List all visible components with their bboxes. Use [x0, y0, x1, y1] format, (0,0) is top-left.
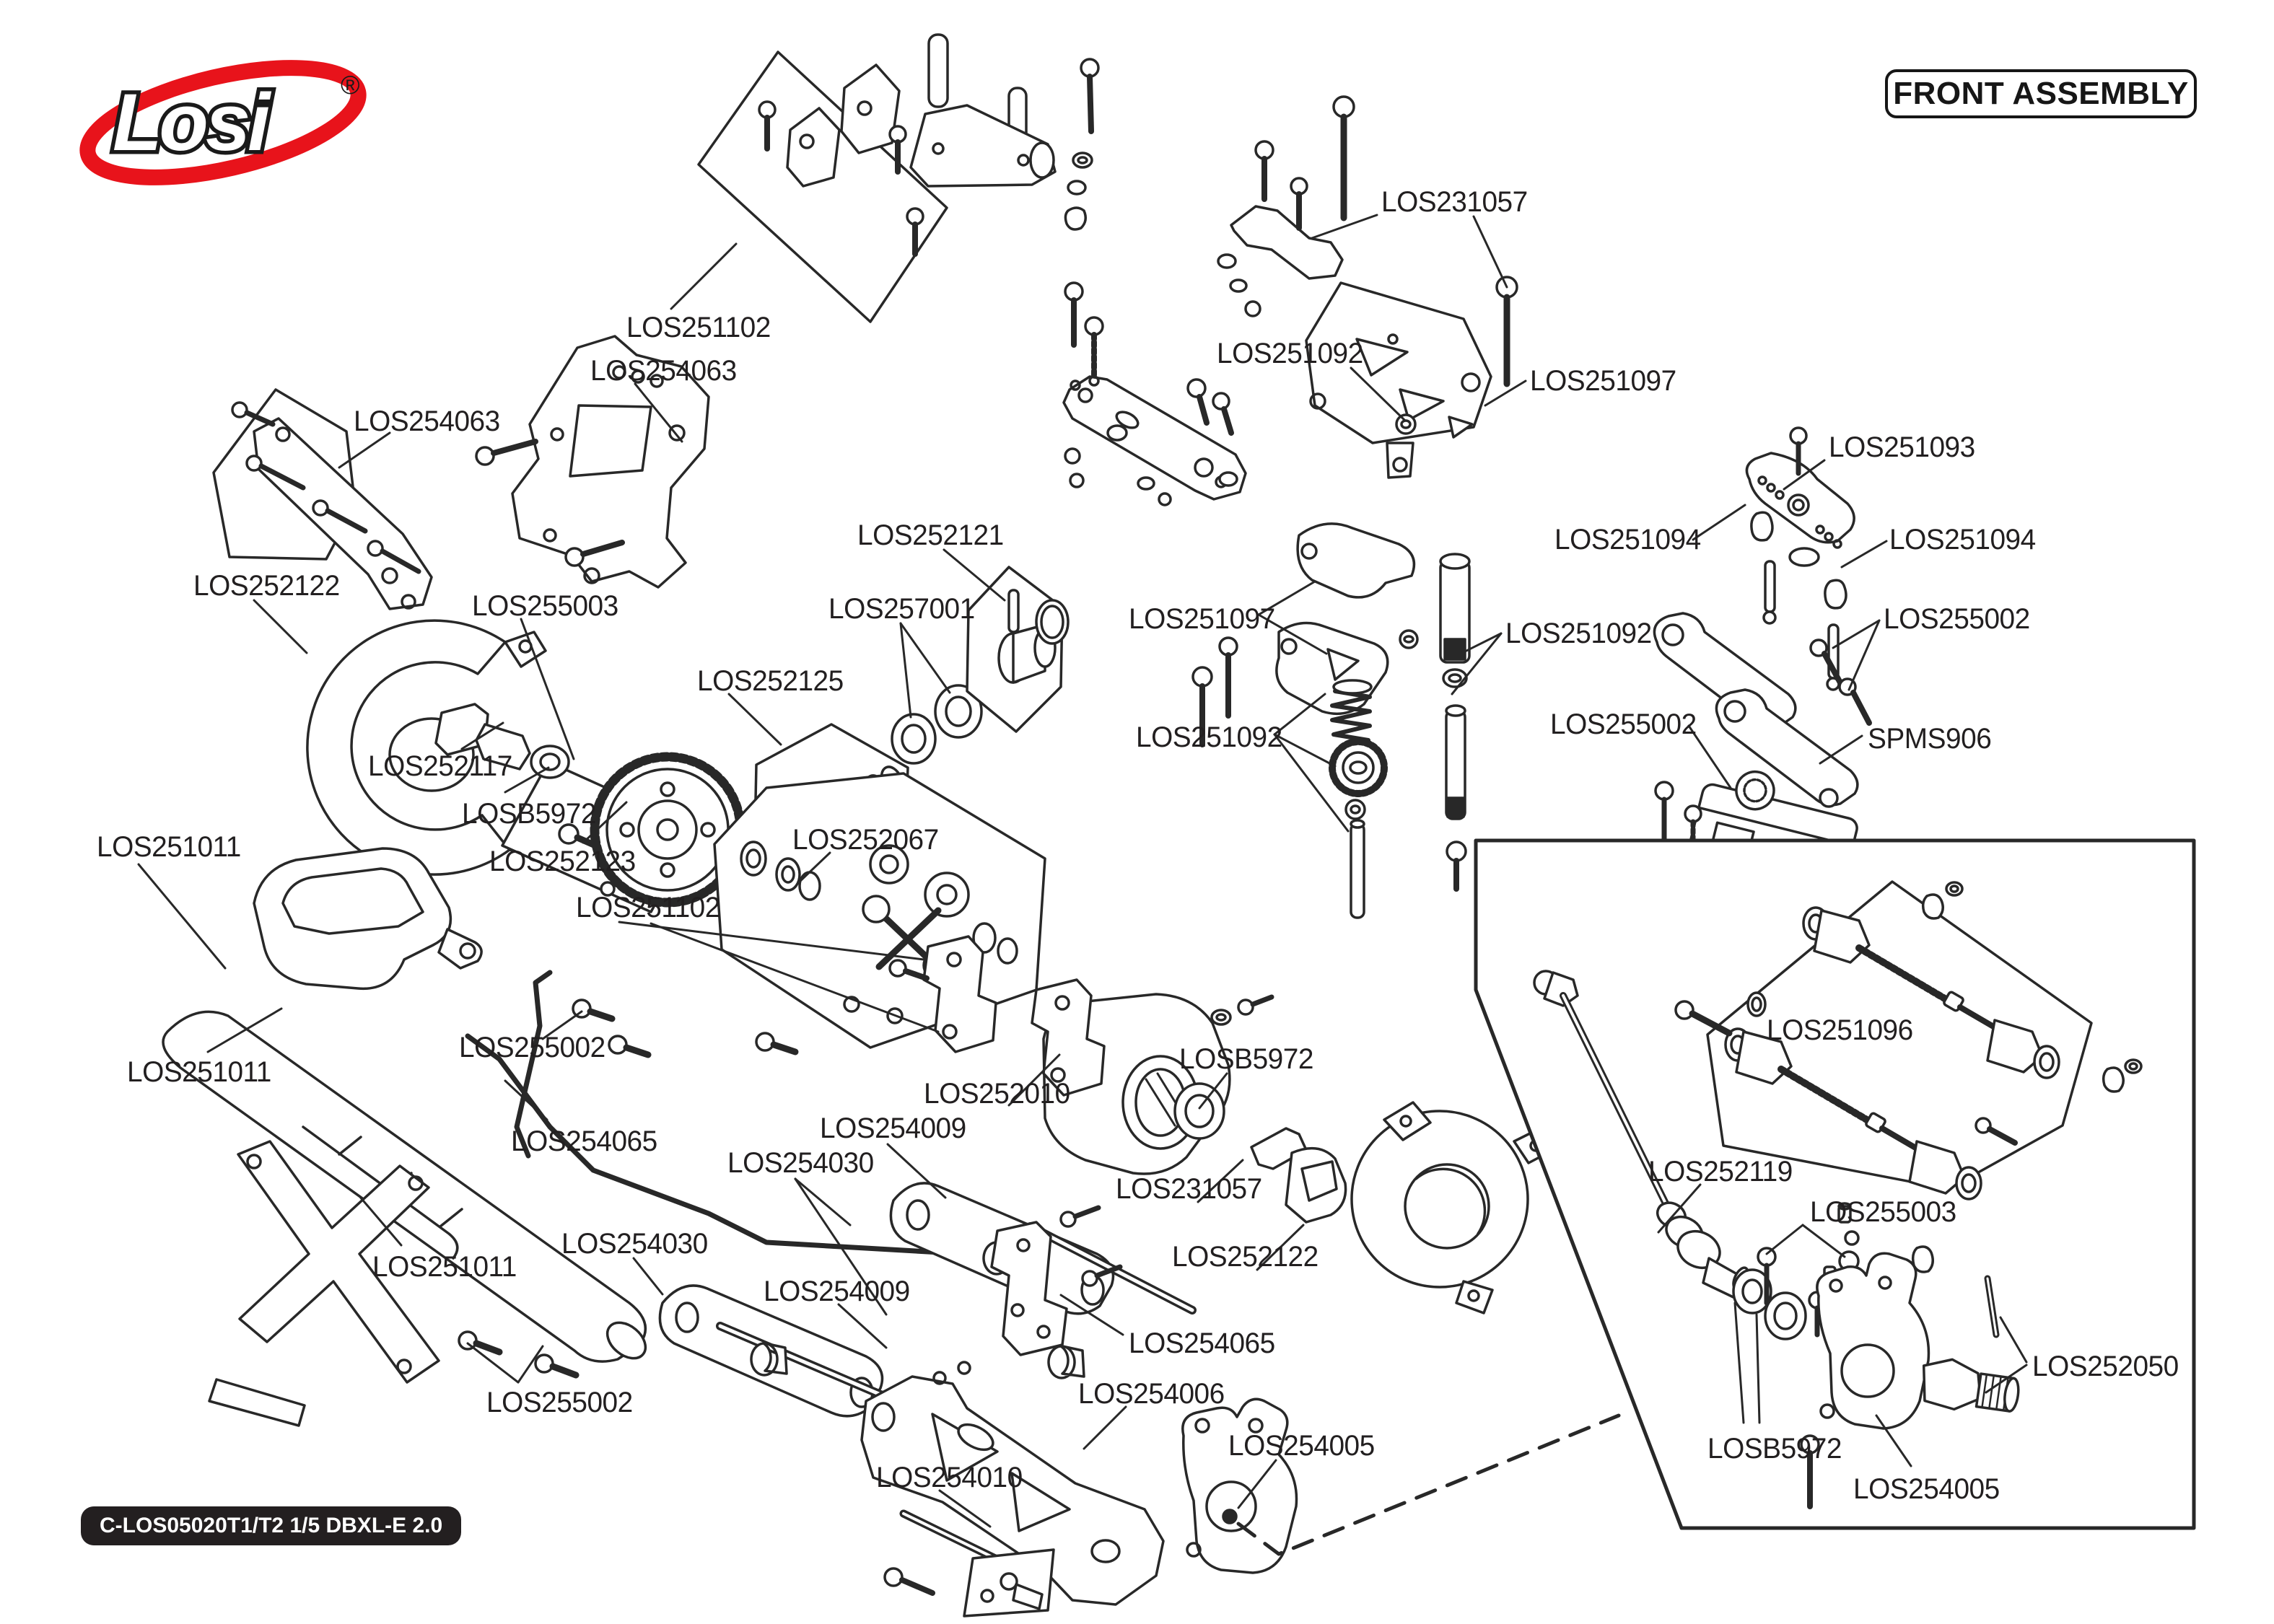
- part-label: LOS255002: [1550, 708, 1697, 740]
- losi-logo-text: Losi: [113, 77, 272, 167]
- inset-knuckle-group: [1757, 1202, 2020, 1509]
- diff-bearings: [891, 684, 983, 765]
- part-label: LOS254006: [1078, 1378, 1225, 1410]
- inset-washers: [1732, 1268, 1807, 1340]
- part-label: LOS255003: [472, 590, 618, 622]
- drive-cup: [1250, 1127, 1347, 1224]
- part-label: LOS251093: [1829, 431, 1975, 463]
- body-mount-bracket: [909, 33, 1057, 188]
- shock-tower: [475, 335, 710, 589]
- outdrive-panel: [966, 566, 1070, 733]
- part-label: LOS255002: [1884, 603, 2030, 635]
- part-label: LOS251097: [1530, 365, 1676, 397]
- part-label: LOS251011: [127, 1056, 271, 1088]
- part-label: LOS257001: [828, 593, 975, 625]
- steering-bridge-panel: [212, 388, 433, 610]
- bumper-support: [208, 1140, 440, 1427]
- part-label: LOS254009: [820, 1112, 966, 1144]
- part-label: LOS251011: [97, 831, 241, 863]
- part-label: LOS251092: [1505, 618, 1652, 649]
- part-label: LOS252050: [2032, 1351, 2179, 1382]
- part-label: LOS251092: [1217, 338, 1363, 369]
- page-title: FRONT ASSEMBLY: [1893, 76, 2189, 111]
- losi-logo: Losi ®: [79, 60, 367, 185]
- part-label: LOS251097: [1129, 603, 1275, 635]
- part-label: SPMS906: [1868, 723, 1992, 755]
- hardware-column: [1064, 58, 1100, 231]
- part-label: LOS252122: [193, 570, 340, 602]
- motor-cover: [306, 619, 547, 876]
- turnbuckle-panel: [1674, 880, 2143, 1201]
- part-label: LOS251102: [626, 312, 771, 343]
- part-label: LOS231057: [1116, 1173, 1262, 1205]
- part-label: LOS254065: [1129, 1327, 1275, 1359]
- steering-posts-crank: [1191, 522, 1471, 919]
- part-label: LOS252067: [792, 824, 939, 856]
- steering-knuckle: [1181, 1397, 1298, 1574]
- part-label: LOSB5972: [1707, 1433, 1842, 1465]
- part-label: LOS252119: [1648, 1156, 1793, 1188]
- part-label: LOS251092: [1136, 721, 1282, 753]
- part-label: LOS255002: [459, 1032, 605, 1063]
- part-label: LOS252010: [924, 1078, 1070, 1110]
- bulkhead-panel: [697, 51, 948, 323]
- losi-logo-registered: ®: [341, 70, 360, 100]
- part-label: LOS231057: [1381, 186, 1528, 218]
- part-label: LOS254005: [1853, 1473, 2000, 1505]
- input-coupler: [434, 703, 570, 779]
- inset-dashed-leader: [1236, 1413, 1621, 1556]
- drag-link: [1062, 281, 1247, 506]
- part-label: LOS252122: [1172, 1241, 1319, 1273]
- part-label: LOSB5972: [1179, 1043, 1313, 1075]
- part-label: LOS254063: [354, 405, 500, 437]
- part-label: LOS252117: [368, 750, 512, 782]
- part-label: LOS251011: [372, 1251, 517, 1283]
- part-label: LOS255003: [1810, 1196, 1956, 1228]
- losi-logo-swoosh: [79, 60, 367, 185]
- footer-code: C-LOS05020T1/T2 1/5 DBXL-E 2.0: [100, 1514, 443, 1537]
- footer-code-box: C-LOS05020T1/T2 1/5 DBXL-E 2.0: [81, 1506, 462, 1545]
- part-label: LOS252121: [857, 519, 1004, 551]
- part-label: LOS255002: [486, 1387, 633, 1418]
- part-label: LOS254065: [511, 1125, 657, 1157]
- part-label: LOS252125: [697, 665, 844, 697]
- part-label: LOS254005: [1228, 1430, 1375, 1462]
- steering-top-plate: [1305, 95, 1518, 479]
- bumper-brace: [253, 847, 483, 991]
- part-label: LOS254030: [561, 1228, 708, 1260]
- part-label: LOS251096: [1767, 1014, 1913, 1046]
- bellcrank-bridge: [1217, 140, 1344, 317]
- part-label: LOS254010: [876, 1462, 1023, 1493]
- part-label: LOS251094: [1889, 524, 2036, 556]
- part-label: LOSB5972: [462, 798, 596, 830]
- leader-lines: [137, 214, 2028, 1528]
- bearing-mid: [1173, 1082, 1225, 1140]
- part-label: LOS252123: [489, 846, 636, 877]
- part-label: LOS254030: [727, 1147, 874, 1179]
- caster-blocks: [572, 935, 1106, 1097]
- part-label: LOS254009: [764, 1276, 910, 1307]
- part-label: LOS254063: [590, 355, 737, 387]
- title-box: FRONT ASSEMBLY: [1885, 69, 2197, 118]
- part-label: LOS251102: [576, 892, 720, 923]
- lower-suspension-arm: [860, 1361, 1165, 1606]
- part-label: LOS251094: [1554, 524, 1701, 556]
- caster-block-2: [963, 1205, 1123, 1618]
